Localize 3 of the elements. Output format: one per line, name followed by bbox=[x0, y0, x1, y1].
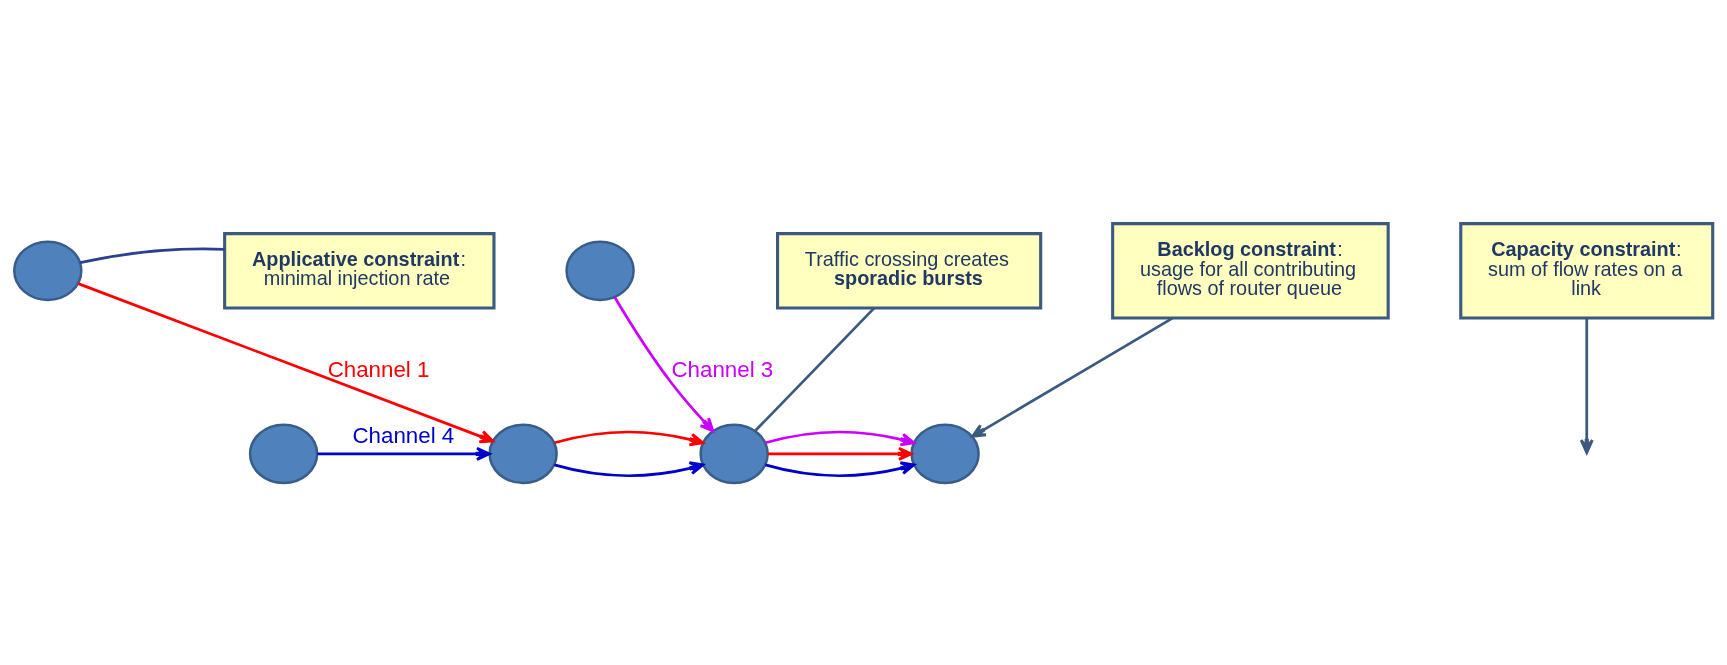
edge-label: Channel 4 bbox=[352, 422, 455, 448]
edge-label: Channel 3 bbox=[671, 356, 774, 382]
edge-label: Channel 1 bbox=[327, 356, 430, 382]
